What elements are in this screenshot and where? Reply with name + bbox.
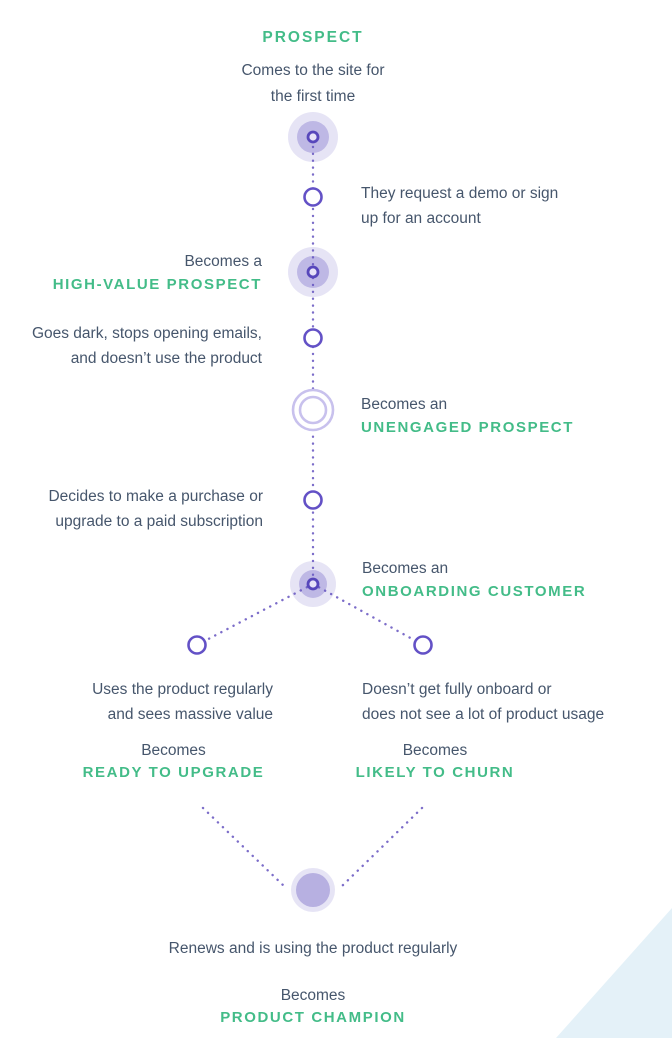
ready-branch-line1: Uses the product regularly (92, 681, 273, 698)
unengaged-prospect-node (291, 388, 335, 432)
unengaged-prospect-stage: Becomes an UNENGAGED PROSPECT (361, 393, 574, 439)
demo-request-note: They request a demo or sign up for an ac… (361, 181, 558, 231)
ready-to-upgrade-stage: Becomes READY TO UPGRADE (48, 740, 299, 784)
unengaged-status-label: UNENGAGED PROSPECT (361, 419, 574, 436)
goes-dark-note: Goes dark, stops opening emails, and doe… (0, 321, 262, 371)
champion-status-label: PRODUCT CHAMPION (220, 1009, 406, 1026)
prospect-header: PROSPECT Comes to the site for the first… (113, 25, 513, 110)
churn-branch-note: Doesn’t get fully onboard or does not se… (362, 677, 604, 727)
purchase-note: Decides to make a purchase or upgrade to… (0, 484, 263, 534)
renews-note: Renews and is using the product regularl… (168, 940, 458, 957)
churn-status-label: LIKELY TO CHURN (355, 764, 515, 781)
ready-status-label: READY TO UPGRADE (82, 764, 265, 781)
journey-dotted-path (195, 138, 425, 889)
demo-request-dot (303, 187, 323, 207)
onboarding-customer-node (290, 561, 336, 607)
high-value-becomes: Becomes a (184, 253, 262, 270)
churn-branch-dot (413, 635, 433, 655)
demo-note-line2: up for an account (361, 210, 481, 227)
champion-becomes: Becomes (280, 987, 346, 1004)
path-split-right (311, 582, 425, 647)
goes-dark-line1: Goes dark, stops opening emails, (31, 325, 262, 342)
high-value-status-label: HIGH-VALUE PROSPECT (52, 276, 262, 293)
purchase-line1: Decides to make a purchase or (48, 488, 263, 505)
ready-branch-note: Uses the product regularly and sees mass… (0, 677, 273, 727)
product-champion-node (291, 868, 335, 912)
likely-to-churn-stage: Becomes LIKELY TO CHURN (310, 740, 560, 784)
path-split-left (195, 582, 315, 647)
goes-dark-dot (303, 328, 323, 348)
path-merge-left (201, 806, 287, 889)
prospect-desc-line2: the first time (270, 88, 356, 105)
purchase-dot (303, 490, 323, 510)
unengaged-becomes: Becomes an (361, 396, 448, 413)
onboarding-status-label: ONBOARDING CUSTOMER (362, 583, 587, 600)
goes-dark-line2: and doesn’t use the product (70, 350, 262, 367)
path-merge-right (339, 806, 424, 889)
prospect-desc-line1: Comes to the site for (241, 62, 385, 79)
churn-branch-line2: does not see a lot of product usage (362, 706, 605, 723)
ready-branch-dot (187, 635, 207, 655)
onboarding-becomes: Becomes an (362, 560, 449, 577)
prospect-status-label: PROSPECT (262, 29, 364, 46)
churn-becomes: Becomes (402, 742, 468, 759)
churn-branch-line1: Doesn’t get fully onboard or (362, 681, 552, 698)
high-value-prospect-stage: Becomes a HIGH-VALUE PROSPECT (0, 250, 262, 296)
high-value-prospect-node (288, 247, 338, 297)
ready-branch-line2: and sees massive value (107, 706, 273, 723)
ready-becomes: Becomes (141, 742, 206, 759)
prospect-node (288, 112, 338, 162)
purchase-line2: upgrade to a paid subscription (55, 513, 263, 530)
demo-note-line1: They request a demo or sign (361, 185, 559, 202)
corner-triangle-decoration (556, 908, 672, 1038)
product-champion-stage: Becomes PRODUCT CHAMPION (13, 985, 613, 1029)
onboarding-customer-stage: Becomes an ONBOARDING CUSTOMER (362, 557, 586, 603)
